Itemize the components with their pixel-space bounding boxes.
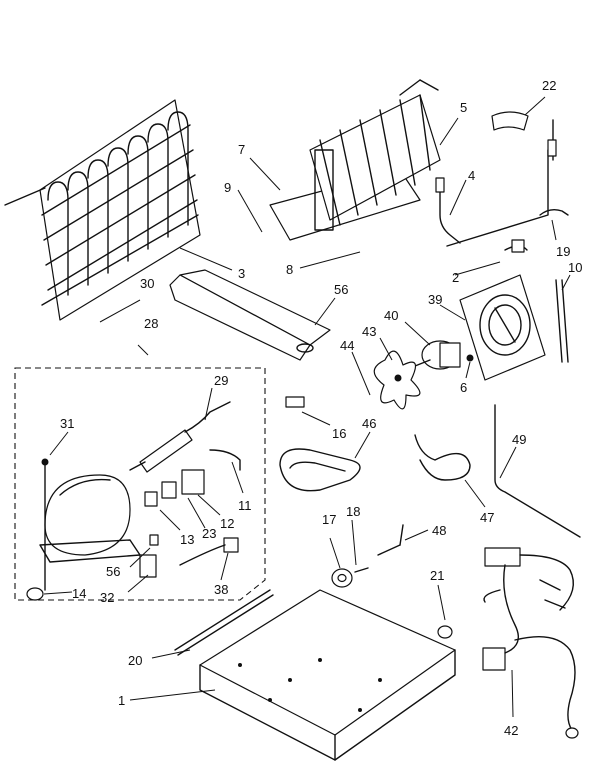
callout-10: 10 [568,260,582,275]
callout-4: 4 [468,168,475,183]
callout-11: 11 [238,498,252,513]
compressor [26,458,141,601]
callout-56-trough: 56 [334,282,348,297]
callout-17: 17 [322,512,336,527]
drain-tubes [279,396,581,538]
callout-40: 40 [384,308,398,323]
callout-44: 44 [340,338,354,353]
air-duct [555,279,569,363]
callout-42: 42 [504,723,518,738]
callout-21: 21 [430,568,444,583]
callout-31: 31 [60,416,74,431]
callout-18: 18 [346,504,360,519]
fan-motor [373,340,474,410]
callout-labels: 1 2 3 4 5 6 7 8 9 10 11 12 13 14 16 17 1… [60,78,582,738]
callout-38: 38 [214,582,228,597]
callout-12: 12 [220,516,234,531]
callout-14: 14 [72,586,86,601]
drain-trough [169,269,331,361]
callout-56-compressor: 56 [106,564,120,579]
callout-49: 49 [512,432,526,447]
evaporator-housing [269,79,441,241]
defrost-thermostat [435,111,569,253]
callout-3: 3 [238,266,245,281]
callout-43: 43 [362,324,376,339]
callout-23: 23 [202,526,216,541]
callout-22: 22 [542,78,556,93]
callout-29: 29 [214,373,228,388]
mounting-hardware [174,524,453,656]
leader-lines [43,96,571,718]
callout-7: 7 [238,142,245,157]
callout-20: 20 [128,653,142,668]
callout-30: 30 [140,276,154,291]
relay-overload [139,449,241,578]
callout-47: 47 [480,510,494,525]
callout-48: 48 [432,523,446,538]
fan-shroud [459,274,546,381]
evaporator-coil [4,99,201,321]
callout-46: 46 [362,416,376,431]
callout-8: 8 [286,262,293,277]
callout-28: 28 [144,316,158,331]
callout-2: 2 [452,270,459,285]
callout-6: 6 [460,380,467,395]
callout-32: 32 [100,590,114,605]
base-pan [199,589,456,761]
callout-39: 39 [428,292,442,307]
wiring-harness [482,547,579,739]
callout-1: 1 [118,693,125,708]
callout-13: 13 [180,532,194,547]
callout-5: 5 [460,100,467,115]
callout-16: 16 [332,426,346,441]
filter-drier [129,401,231,473]
callout-19: 19 [556,244,570,259]
callout-9: 9 [224,180,231,195]
